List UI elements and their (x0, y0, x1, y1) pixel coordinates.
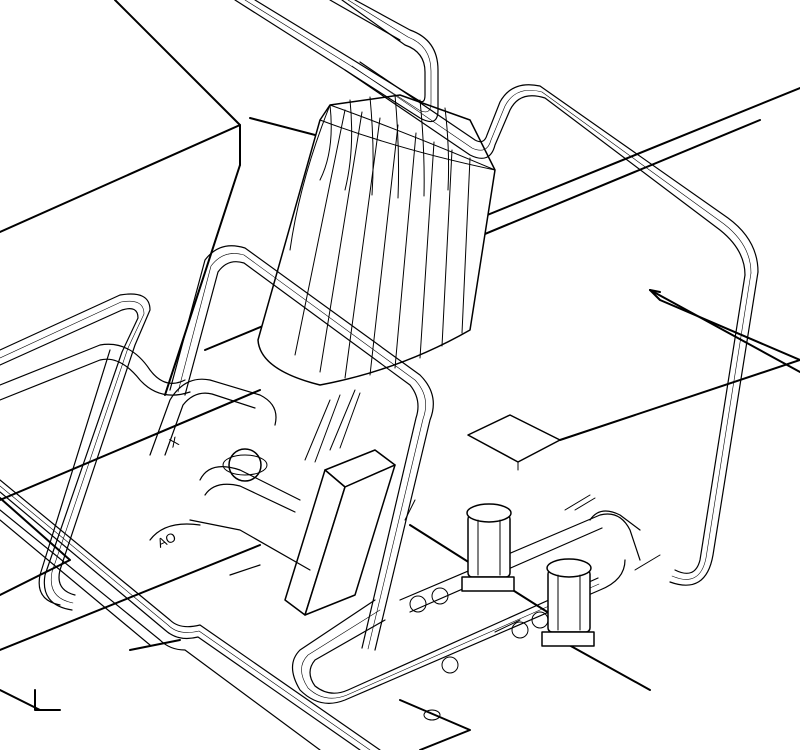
pipe-bottom-header (291, 513, 641, 704)
pipe-top-header (234, 0, 759, 276)
pipe-foreground-run (0, 479, 381, 750)
building-block (0, 0, 241, 396)
pump-left (461, 503, 515, 592)
floor-junction-box (467, 414, 561, 471)
pipe-left-loop (0, 293, 191, 611)
valve-label-ao: AO (155, 529, 178, 551)
valve-labels: X AO (155, 433, 181, 550)
control-panel (284, 449, 396, 616)
vessel-tank (257, 94, 496, 386)
pipe-center-loop (149, 245, 434, 651)
pipe-right-riser (589, 271, 759, 586)
pump-right (541, 558, 595, 647)
valve-label-x: X (167, 433, 181, 450)
header-valves (404, 494, 661, 721)
instrument-cluster (149, 389, 361, 576)
